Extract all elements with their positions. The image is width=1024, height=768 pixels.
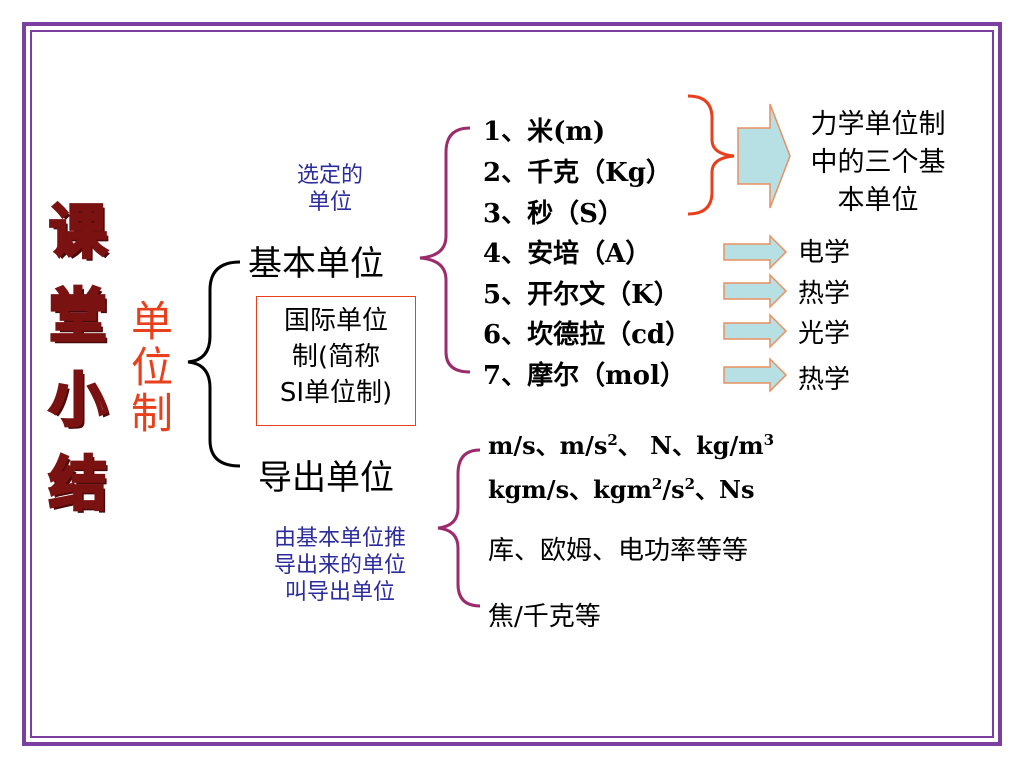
- derived-line-2-part-a: kgm/s、kgm: [488, 475, 652, 504]
- outer-frame: [22, 22, 1002, 746]
- base-unit-3: 3、秒（S）: [483, 199, 624, 229]
- si-box-line2: 制(简称: [291, 342, 381, 372]
- derived-note-line2: 导出来的单位: [273, 553, 406, 578]
- derived-line-1-part-a: m/s、m/s: [488, 431, 608, 460]
- root-char-3: 制: [130, 389, 173, 438]
- derived-line-1: m/s、m/s2、 N、kg/m3: [488, 426, 774, 461]
- subject-electricity: 电学: [798, 238, 851, 268]
- si-system-box: 国际单位 制(简称 SI单位制): [256, 296, 416, 426]
- derived-line-2-part-b: /s: [662, 475, 685, 504]
- base-unit-6: 6、坎德拉（cd）: [483, 320, 692, 350]
- selected-note: 选定的 单位: [280, 162, 380, 216]
- mechanics-brace: [687, 94, 735, 216]
- basic-unit-label: 基本单位: [248, 244, 384, 284]
- title-char-1: 课: [47, 197, 108, 268]
- mechanics-note: 力学单位制 中的三个基 本单位: [788, 106, 968, 220]
- subject-thermal-1: 热学: [798, 279, 851, 309]
- derived-line-2-sup-b: 2: [684, 475, 696, 493]
- title-char-4: 结: [47, 449, 108, 520]
- arrow-thermal-1: [723, 273, 788, 309]
- root-char-2: 位: [130, 343, 173, 392]
- title-char-3: 小: [47, 365, 108, 436]
- subject-optics: 光学: [798, 319, 851, 349]
- derived-unit-label: 导出单位: [258, 458, 394, 498]
- arrow-electricity: [723, 234, 788, 270]
- si-box-line3: SI单位制): [279, 378, 393, 408]
- derived-line-1-part-b: 、 N、kg/m: [617, 431, 764, 460]
- mechanics-note-line2: 中的三个基: [810, 147, 946, 178]
- base-unit-2: 2、千克（Kg）: [483, 158, 672, 188]
- mechanics-note-line3: 本单位: [837, 185, 919, 216]
- inner-frame: [30, 30, 994, 738]
- derived-units-brace: [437, 448, 481, 608]
- derived-note: 由基本单位推 导出来的单位 叫导出单位: [250, 525, 430, 606]
- derived-line-1-sup-a: 2: [607, 431, 618, 449]
- derived-line-2-part-c: 、Ns: [695, 475, 755, 504]
- root-char-1: 单: [130, 297, 173, 346]
- base-unit-1: 1、米(m): [483, 117, 606, 147]
- base-unit-4: 4、安培（A）: [483, 239, 652, 269]
- base-unit-5: 5、开尔文（K）: [483, 280, 680, 310]
- derived-line-2: kgm/s、kgm2/s2、Ns: [488, 470, 755, 505]
- derived-note-line1: 由基本单位推: [273, 526, 406, 551]
- derived-line-4: 焦/千克等: [488, 602, 601, 632]
- base-units-brace: [419, 126, 471, 374]
- selected-note-line2: 单位: [307, 190, 352, 215]
- base-unit-7: 7、摩尔（mol）: [483, 361, 686, 391]
- arrow-thermal-2: [723, 357, 788, 393]
- mechanics-arrow: [737, 103, 791, 209]
- selected-note-line1: 选定的: [296, 163, 363, 188]
- derived-line-2-sup-a: 2: [651, 475, 663, 493]
- subject-thermal-2: 热学: [798, 365, 851, 395]
- derived-note-line3: 叫导出单位: [284, 580, 395, 605]
- root-brace: [187, 260, 241, 468]
- derived-line-1-sup-b: 3: [763, 431, 775, 449]
- mechanics-note-line1: 力学单位制: [810, 109, 946, 140]
- si-box-line1: 国际单位: [283, 306, 388, 336]
- title-char-2: 堂: [47, 281, 108, 352]
- derived-line-3: 库、欧姆、电功率等等: [488, 536, 749, 566]
- arrow-optics: [723, 313, 788, 349]
